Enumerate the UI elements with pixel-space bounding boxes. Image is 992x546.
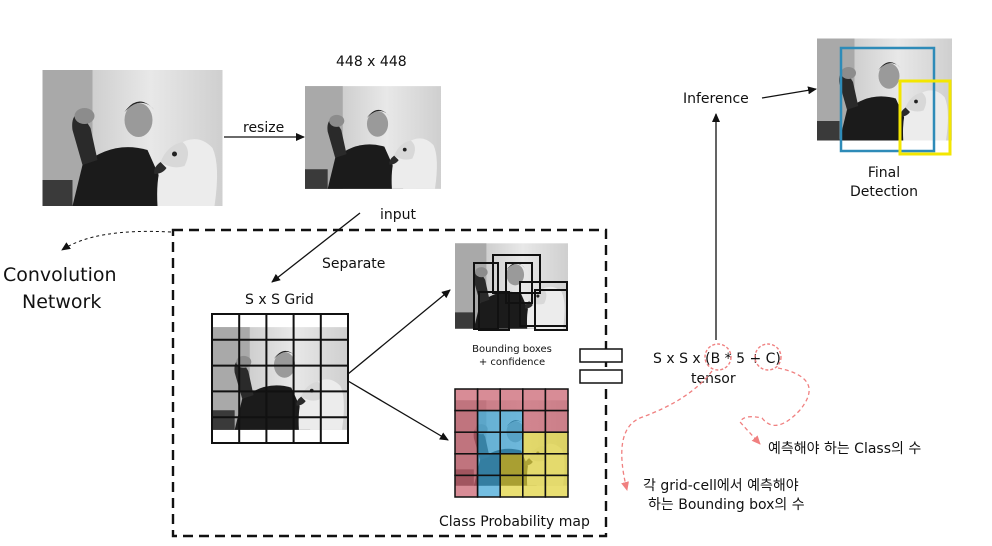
size-448-label: 448 x 448 xyxy=(336,54,407,70)
bbox-label-line1: Bounding boxes xyxy=(472,344,552,355)
class-map-cell-yellow xyxy=(544,431,569,455)
class-map-cell-red xyxy=(454,453,479,477)
class-map-cell-red xyxy=(476,388,501,412)
class-map-cell-blue xyxy=(499,409,524,433)
class-map-cell-yellow xyxy=(544,474,569,498)
network-pointer-arrow xyxy=(61,230,172,251)
bbox-count-note-line2: 하는 Bounding box의 수 xyxy=(648,497,805,513)
input-photo xyxy=(42,70,223,206)
tensor-formula: S x S x (B * 5 + C) xyxy=(653,351,781,367)
class-map-cell-blue xyxy=(476,453,501,477)
arrow-to-class-map xyxy=(347,380,449,441)
dog-box xyxy=(898,79,952,156)
class-map-cell-yellow xyxy=(522,453,547,477)
class-map-cell-blue xyxy=(476,474,501,498)
tensor-block-top xyxy=(579,348,623,363)
class-map-cell-yellow xyxy=(544,453,569,477)
input-arrow xyxy=(271,212,361,283)
grid-title: S x S Grid xyxy=(245,292,314,308)
class-map-cell-red xyxy=(544,388,569,412)
class-map-label: Class Probability map xyxy=(439,514,590,530)
bbox-photo xyxy=(455,243,568,331)
c-highlight-circle xyxy=(754,343,782,371)
class-map-cell-red xyxy=(499,388,524,412)
inference-label: Inference xyxy=(683,91,749,107)
class-map-cell-red xyxy=(522,409,547,433)
grid-photo xyxy=(211,313,349,444)
class-count-note: 예측해야 하는 Class의 수 xyxy=(768,441,921,457)
network-label: Network xyxy=(22,291,101,313)
arrow-to-bboxes xyxy=(347,289,451,375)
class-map-cell-blue xyxy=(499,431,524,455)
inference-to-final-arrow xyxy=(761,86,817,99)
tensor-label: tensor xyxy=(691,371,736,387)
class-map-cell-yellow xyxy=(522,431,547,455)
convolution-label: Convolution xyxy=(3,264,117,286)
class-map-cell-yellow xyxy=(499,474,524,498)
tensor-block-bottom xyxy=(579,369,623,384)
class-map-cell-blue xyxy=(476,431,501,455)
class-map-cell-yellow xyxy=(499,453,524,477)
final-label-line1: Final xyxy=(868,165,900,181)
class-map-cell-red xyxy=(454,474,479,498)
class-map-cell-blue xyxy=(476,409,501,433)
class-map-cell-red xyxy=(454,388,479,412)
b-highlight-circle xyxy=(704,343,732,371)
person-box xyxy=(839,46,936,153)
bbox-count-note-line1: 각 grid-cell에서 예측해야 xyxy=(643,478,799,494)
input-label: input xyxy=(380,207,417,223)
class-map-cell-yellow xyxy=(522,474,547,498)
class-count-pointer xyxy=(739,367,810,445)
final-label-line2: Detection xyxy=(850,184,918,200)
resize-label: resize xyxy=(243,120,284,136)
class-map-cell-red xyxy=(454,431,479,455)
bbox-count-pointer xyxy=(621,370,713,491)
class-probability-map xyxy=(454,388,569,498)
class-map-cell-red xyxy=(522,388,547,412)
separate-label: Separate xyxy=(322,256,385,272)
class-map-cell-red xyxy=(454,409,479,433)
final-detection-photo xyxy=(817,38,952,156)
bbox-label-line2: + confidence xyxy=(479,357,545,368)
resized-photo xyxy=(305,86,441,189)
class-map-cell-red xyxy=(544,409,569,433)
